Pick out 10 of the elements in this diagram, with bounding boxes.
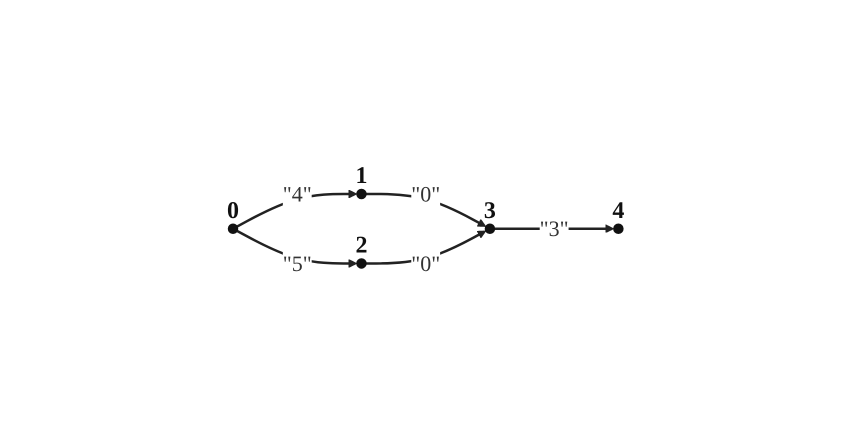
- node-dot: [356, 188, 368, 200]
- node-dot: [356, 258, 368, 269]
- node-dot: [228, 224, 239, 234]
- node-number: 0: [227, 198, 240, 224]
- node-number: 1: [356, 163, 368, 190]
- node-number: 4: [612, 198, 625, 224]
- node-number: 3: [484, 198, 496, 224]
- node-dot: [484, 224, 496, 234]
- node-number: 2: [356, 232, 368, 259]
- node-dot: [613, 224, 624, 234]
